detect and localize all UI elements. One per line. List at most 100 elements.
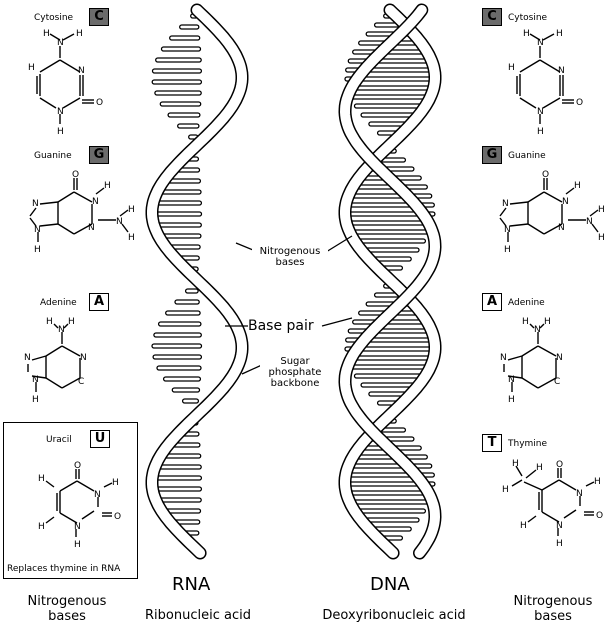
svg-text:O: O: [596, 511, 603, 521]
svg-text:O: O: [542, 170, 549, 180]
nitrogenous-bases-annotation: Nitrogenous bases: [252, 246, 328, 268]
svg-text:H: H: [68, 317, 75, 327]
guanine-badge: G: [89, 146, 109, 164]
svg-text:O: O: [72, 170, 79, 180]
svg-text:H: H: [38, 522, 45, 532]
rna-base: [162, 376, 202, 382]
svg-text:N: N: [80, 353, 87, 363]
svg-text:H: H: [523, 29, 530, 39]
rna-base: [160, 46, 202, 52]
svg-text:N: N: [32, 375, 39, 385]
guanine-structure-right: ONH NN NHH NH: [499, 170, 605, 255]
rna-base: [157, 321, 202, 327]
svg-text:N: N: [74, 522, 81, 532]
dna-base-pair: [348, 94, 432, 100]
svg-text:N: N: [558, 223, 565, 233]
svg-text:O: O: [576, 98, 583, 108]
uracil-structure: ONH HH ONH: [38, 461, 121, 550]
guanine-structure: ONH NN NHH NH: [29, 170, 135, 255]
rna-base: [171, 387, 201, 393]
svg-text:N: N: [556, 521, 563, 531]
cytosine-badge-right: C: [482, 8, 502, 26]
svg-text:N: N: [502, 199, 509, 209]
svg-text:N: N: [556, 353, 563, 363]
svg-text:H: H: [556, 539, 563, 549]
svg-text:H: H: [38, 474, 45, 484]
rna-base: [151, 343, 203, 349]
dna-base-pair: [348, 229, 432, 235]
dna-base-pair: [353, 508, 427, 514]
adenine-label: Adenine: [40, 298, 77, 308]
rna-base: [151, 79, 203, 85]
dna-backbone-strands: [338, 3, 442, 560]
dna-subtitle: Deoxyribonucleic acid: [322, 608, 466, 623]
svg-text:H: H: [504, 245, 511, 255]
svg-text:H: H: [28, 63, 35, 73]
svg-text:N: N: [116, 217, 123, 227]
svg-text:O: O: [96, 98, 103, 108]
svg-text:N: N: [537, 107, 544, 117]
svg-text:O: O: [556, 460, 563, 470]
svg-text:H: H: [508, 395, 515, 405]
dna-base-pair: [353, 103, 427, 109]
rna-base: [151, 475, 203, 481]
svg-text:H: H: [594, 477, 601, 487]
svg-text:H: H: [537, 127, 544, 137]
rna-base: [156, 365, 202, 371]
svg-text:H: H: [112, 478, 119, 488]
rna-base: [184, 288, 199, 294]
rna-base: [165, 310, 201, 316]
svg-text:H: H: [32, 395, 39, 405]
svg-text:H: H: [598, 233, 605, 243]
rna-title: RNA: [172, 574, 211, 595]
dna-base-pair: [353, 238, 427, 244]
uracil-label: Uracil: [46, 435, 72, 445]
svg-text:H: H: [502, 485, 509, 495]
dna-base-pair: [348, 499, 432, 505]
rna-base: [151, 211, 203, 217]
svg-text:N: N: [504, 225, 511, 235]
svg-text:N: N: [32, 199, 39, 209]
svg-text:H: H: [544, 317, 551, 327]
svg-text:H: H: [556, 29, 563, 39]
rna-base: [169, 35, 201, 41]
dna-title: DNA: [370, 574, 410, 595]
svg-text:H: H: [536, 463, 543, 473]
svg-text:N: N: [94, 490, 101, 500]
rna-base: [181, 398, 200, 404]
uracil-note: Replaces thymine in RNA: [7, 564, 121, 574]
svg-text:H: H: [508, 63, 515, 73]
guanine-badge-right: G: [482, 146, 502, 164]
svg-text:H: H: [574, 181, 581, 191]
rna-base: [179, 24, 200, 30]
thymine-label: Thymine: [508, 439, 548, 449]
svg-text:N: N: [58, 325, 65, 335]
svg-text:H: H: [522, 317, 529, 327]
dna-strand-b-fill: [339, 5, 441, 558]
svg-text:H: H: [520, 521, 527, 531]
dna-base-pair: [347, 58, 433, 64]
backbone-annotation: Sugar phosphate backbone: [260, 356, 330, 389]
svg-text:N: N: [500, 353, 507, 363]
svg-text:H: H: [76, 29, 83, 39]
rna-base: [177, 123, 200, 129]
cytosine-badge: C: [89, 8, 109, 26]
svg-text:H: H: [74, 540, 81, 550]
dna-strand-a-fill: [340, 5, 440, 558]
svg-text:N: N: [78, 66, 85, 76]
rna-base: [159, 101, 202, 107]
dna-base-pair: [347, 463, 433, 469]
svg-text:O: O: [114, 512, 121, 522]
rna-base: [151, 68, 203, 74]
rna-base: [154, 90, 202, 96]
svg-text:N: N: [57, 107, 64, 117]
svg-text:H: H: [46, 317, 53, 327]
cytosine-label-right: Cytosine: [508, 13, 548, 23]
svg-text:H: H: [57, 127, 64, 137]
